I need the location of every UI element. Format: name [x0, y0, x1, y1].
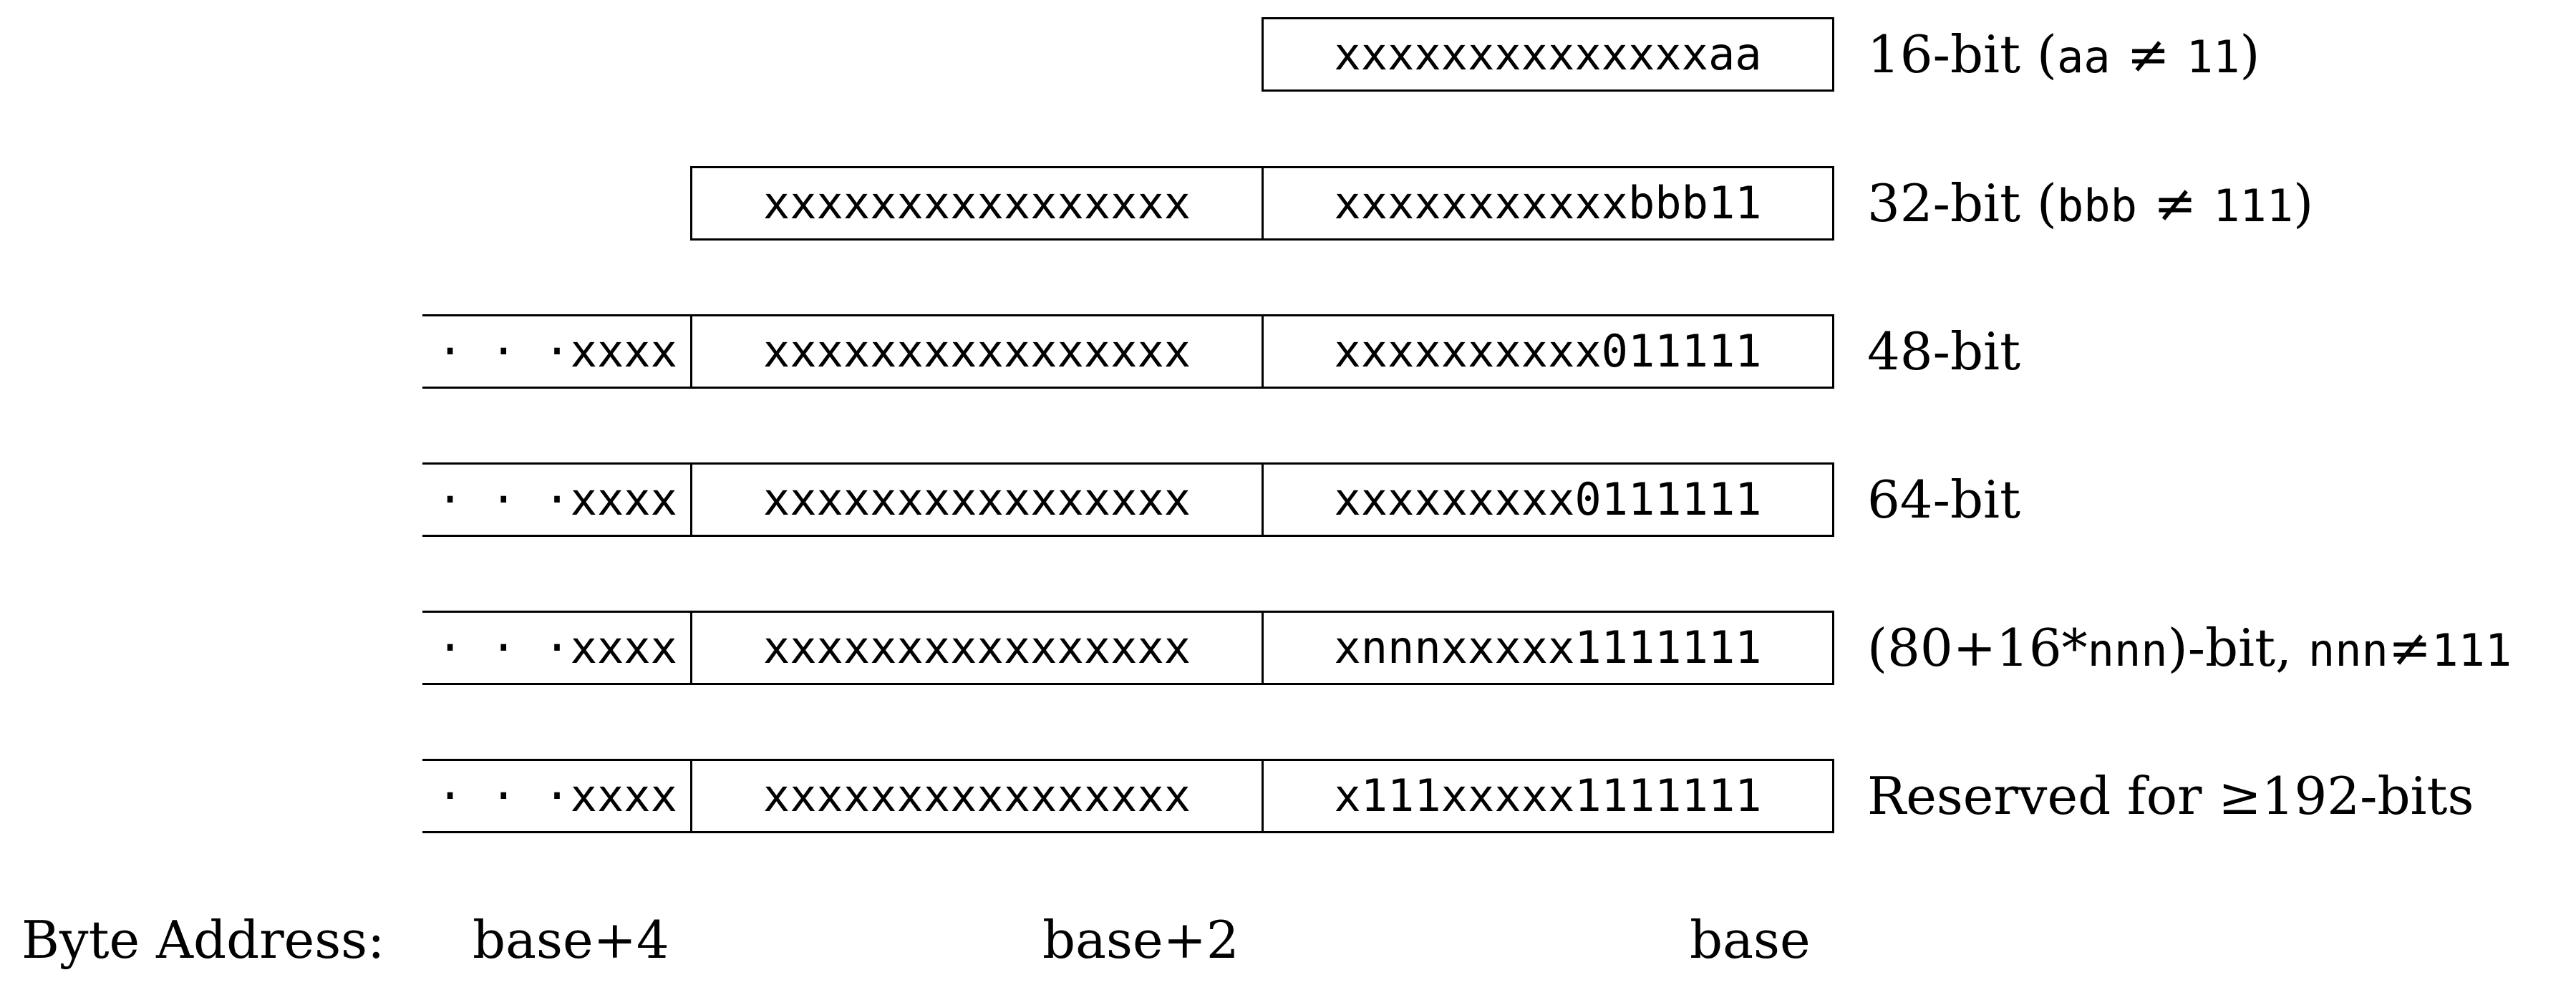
- row-label: Reserved for ≥192-bits: [1867, 766, 2474, 826]
- cell-base: x111xxxxx1111111: [1262, 759, 1834, 833]
- row-label: 48-bit: [1867, 321, 2020, 382]
- cell-base-plus-2: xxxxxxxxxxxxxxxx: [690, 759, 1262, 833]
- row-label: 32-bit (bbb ≠ 111): [1867, 166, 2313, 241]
- label-code: 111: [2431, 624, 2512, 676]
- label-operator: ≠: [2136, 173, 2214, 233]
- label-code: aa: [2056, 31, 2111, 83]
- cell-base-plus-4: · · ·xxxx: [422, 611, 692, 685]
- row-32-bit: xxxxxxxxxxxxxxxx xxxxxxxxxxxbbb11 32-bit…: [0, 166, 2576, 241]
- label-operator: ≠: [2388, 618, 2432, 678]
- address-base: base: [1690, 910, 1811, 970]
- cell-base-plus-4: · · ·xxxx: [422, 462, 692, 537]
- cell-base: xxxxxxxxxxxbbb11: [1262, 166, 1834, 241]
- cell-base-plus-4: · · ·xxxx: [422, 314, 692, 389]
- row-label: 64-bit: [1867, 470, 2020, 530]
- label-text: 16-bit (: [1867, 24, 2057, 84]
- byte-address-title: Byte Address:: [21, 910, 385, 970]
- label-code: nnn: [2308, 624, 2388, 676]
- row-label: 16-bit (aa ≠ 11): [1867, 17, 2260, 92]
- address-base-plus-4: base+4: [473, 910, 669, 970]
- label-text: (80+16*: [1867, 618, 2088, 678]
- cell-base-plus-2: xxxxxxxxxxxxxxxx: [690, 314, 1262, 389]
- byte-address-axis: Byte Address: base+4 base+2 base: [0, 908, 2576, 972]
- row-16-bit: xxxxxxxxxxxxxxaa 16-bit (aa ≠ 11): [0, 17, 2576, 92]
- label-text: 32-bit (: [1867, 173, 2057, 233]
- row-48-bit: · · ·xxxx xxxxxxxxxxxxxxxx xxxxxxxxxx011…: [0, 314, 2576, 389]
- label-code: 111: [2213, 180, 2294, 232]
- row-variable-bit: · · ·xxxx xxxxxxxxxxxxxxxx xnnnxxxxx1111…: [0, 611, 2576, 685]
- cell-base: xxxxxxxxx0111111: [1262, 462, 1834, 537]
- label-text: ): [2293, 173, 2314, 233]
- cell-base-plus-2: xxxxxxxxxxxxxxxx: [690, 166, 1262, 241]
- label-text: )-bit,: [2167, 618, 2308, 678]
- cell-base: xxxxxxxxxxxxxxaa: [1262, 17, 1834, 92]
- cell-base-plus-4: · · ·xxxx: [422, 759, 692, 833]
- label-code: nnn: [2087, 624, 2168, 676]
- cell-base: xnnnxxxxx1111111: [1262, 611, 1834, 685]
- row-reserved: · · ·xxxx xxxxxxxxxxxxxxxx x111xxxxx1111…: [0, 759, 2576, 833]
- row-64-bit: · · ·xxxx xxxxxxxxxxxxxxxx xxxxxxxxx0111…: [0, 462, 2576, 537]
- cell-base-plus-2: xxxxxxxxxxxxxxxx: [690, 462, 1262, 537]
- label-code: bbb: [2056, 180, 2137, 232]
- cell-base-plus-2: xxxxxxxxxxxxxxxx: [690, 611, 1262, 685]
- label-text: ): [2240, 24, 2260, 84]
- label-code: 11: [2186, 31, 2240, 83]
- row-label: (80+16*nnn)-bit, nnn≠111: [1867, 611, 2512, 685]
- cell-base: xxxxxxxxxx011111: [1262, 314, 1834, 389]
- label-operator: ≠: [2110, 24, 2187, 84]
- address-base-plus-2: base+2: [1042, 910, 1239, 970]
